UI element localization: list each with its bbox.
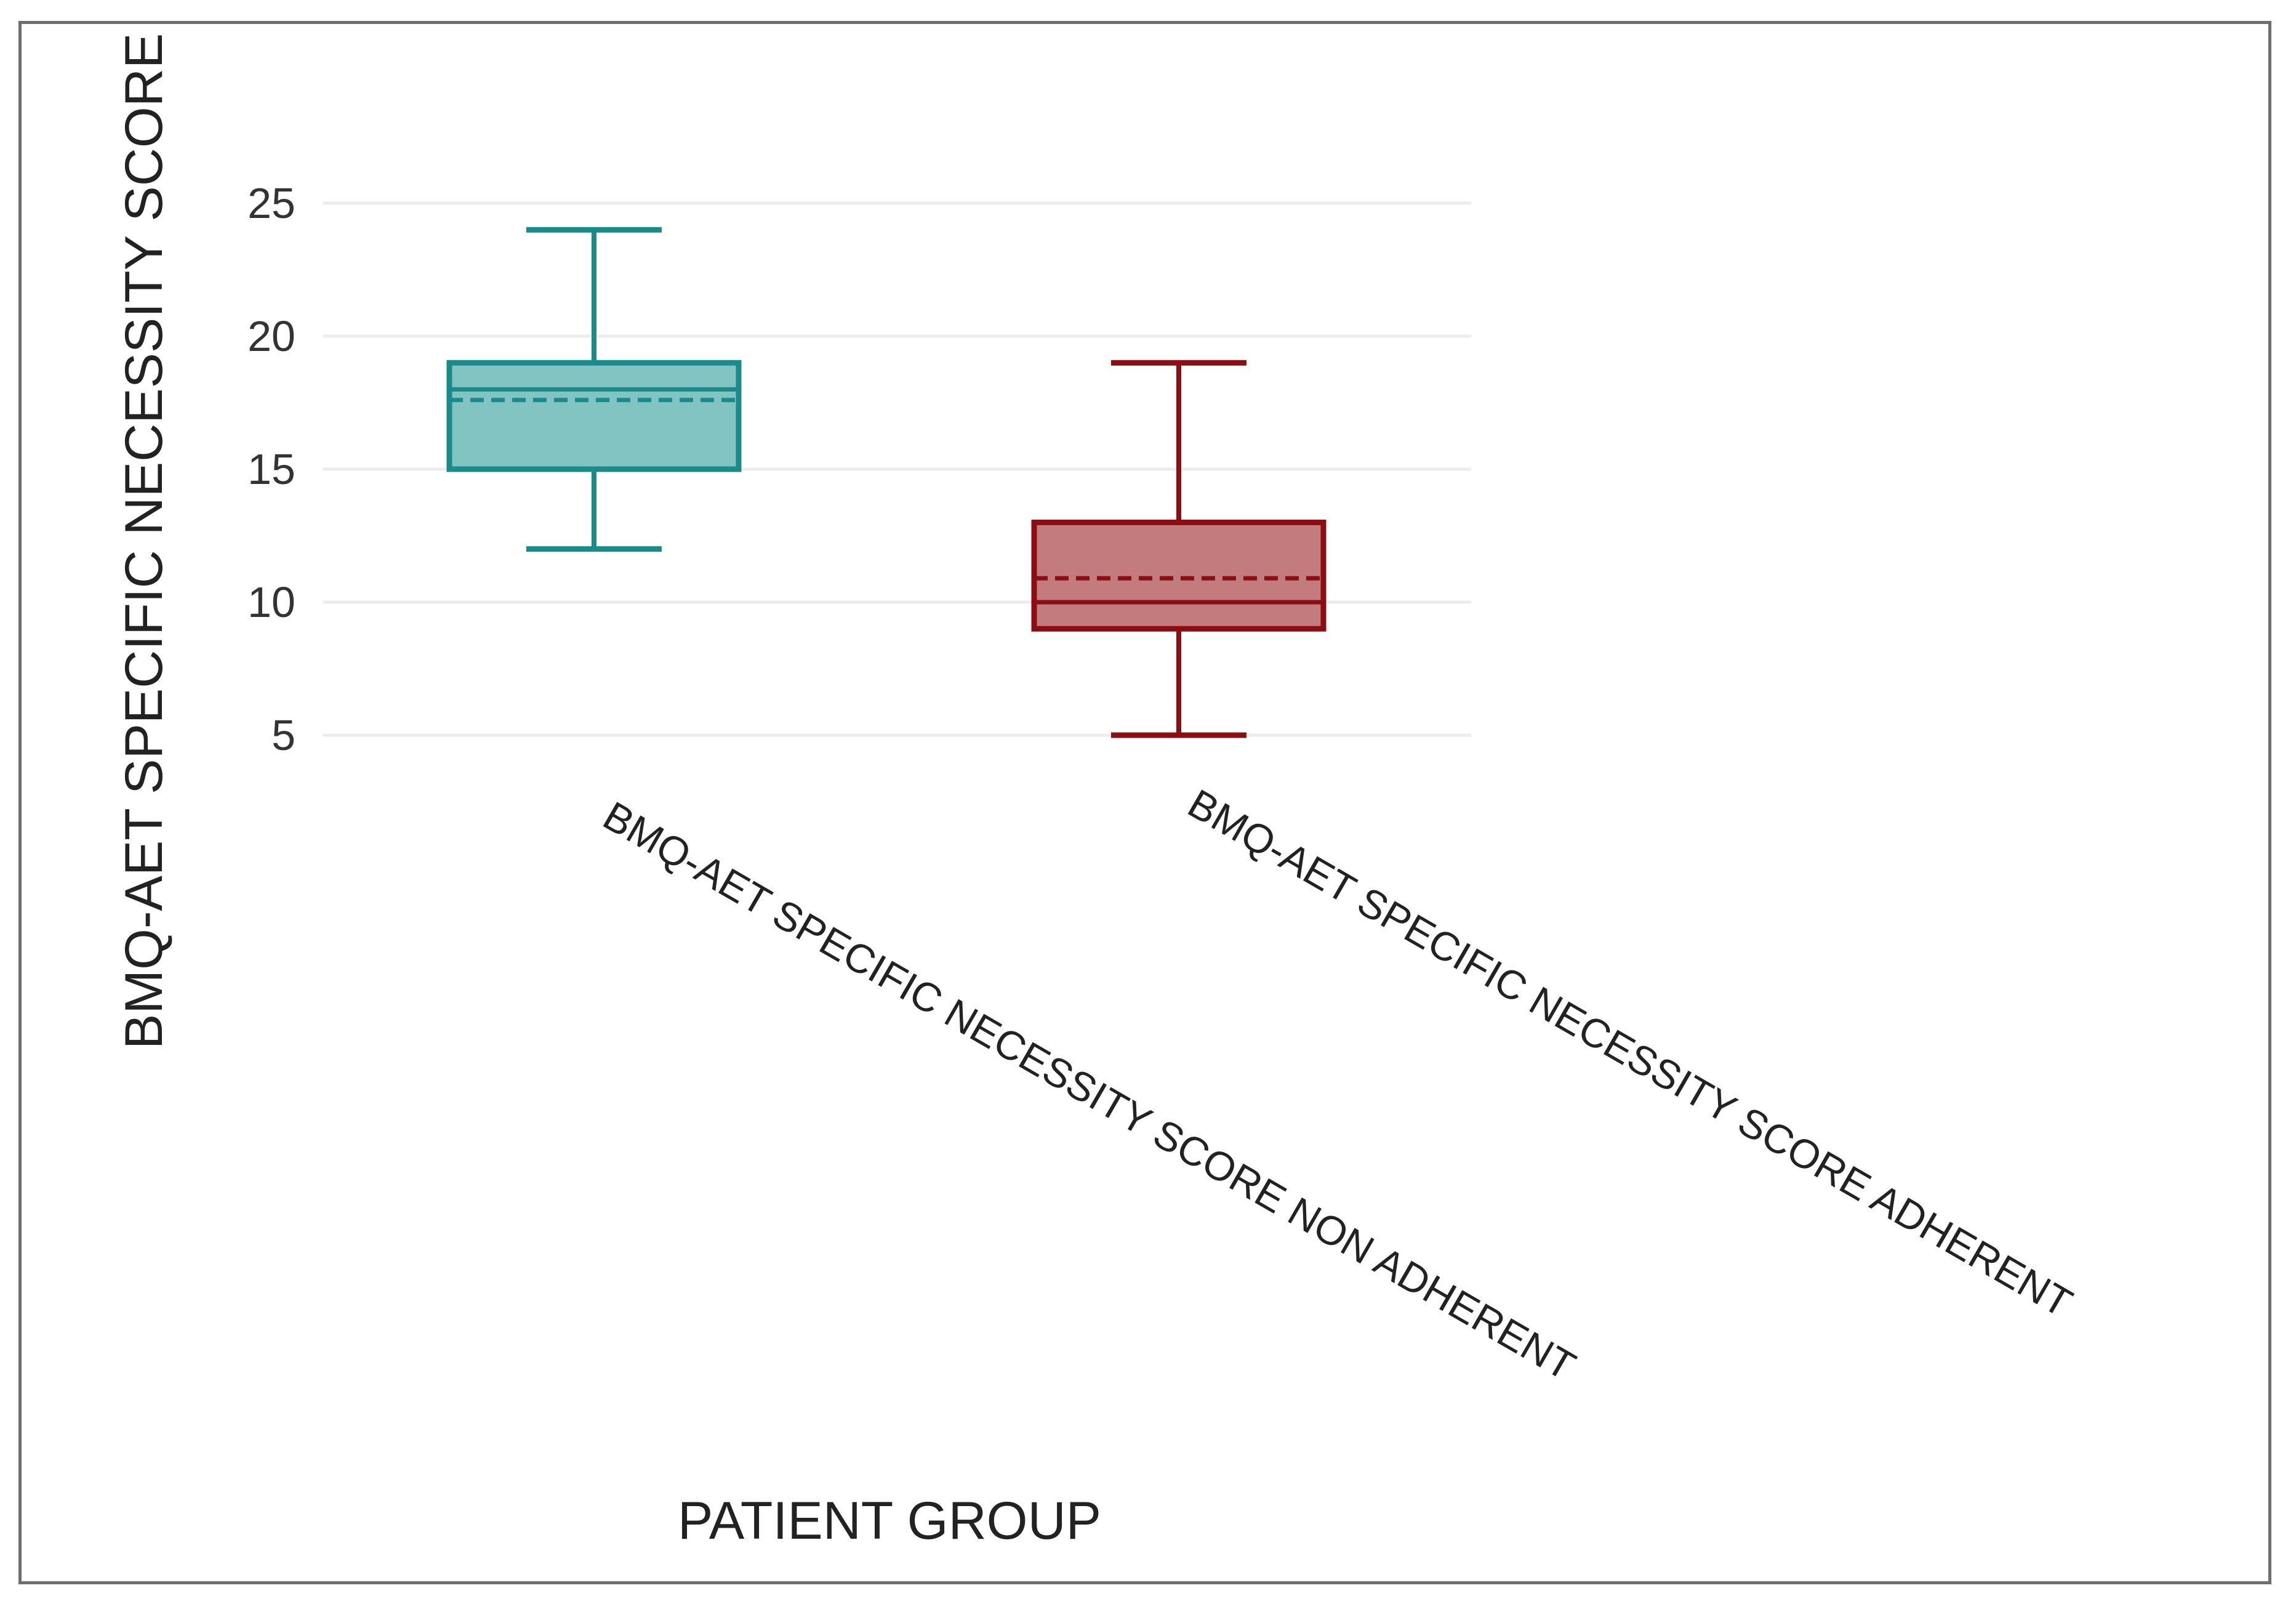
y-tick-label-20: 20 [247, 312, 295, 360]
y-axis-title: BMQ-AET SPECIFIC NECESSITY SCORE [114, 33, 174, 1049]
box-non-adherent [446, 227, 742, 552]
y-tick-label-5: 5 [271, 711, 295, 759]
iqr-box [1031, 519, 1327, 632]
y-tick-label-10: 10 [247, 578, 295, 626]
box-adherent [1031, 360, 1327, 738]
box-plot-chart: 5 10 15 20 25 BMQ-AET SPECIFIC NECESSITY SCO… [114, 33, 2080, 1550]
y-tick-label-15: 15 [247, 445, 295, 493]
x-category-label-non-adherent: BMQ-AET SPECIFIC NECESSITY SCORE NON ADH… [596, 792, 1583, 1389]
chart-frame: 5 10 15 20 25 BMQ-AET SPECIFIC NECESSITY SCO… [18, 21, 2271, 1584]
iqr-box [446, 360, 742, 472]
x-axis-title: PATIENT GROUP [678, 1491, 1101, 1550]
y-axis-ticks: 5 10 15 20 25 [247, 179, 295, 759]
y-tick-label-25: 25 [247, 179, 295, 227]
box-series [446, 227, 1327, 738]
x-axis-categories: BMQ-AET SPECIFIC NECESSITY SCORE NON ADH… [596, 780, 2080, 1389]
